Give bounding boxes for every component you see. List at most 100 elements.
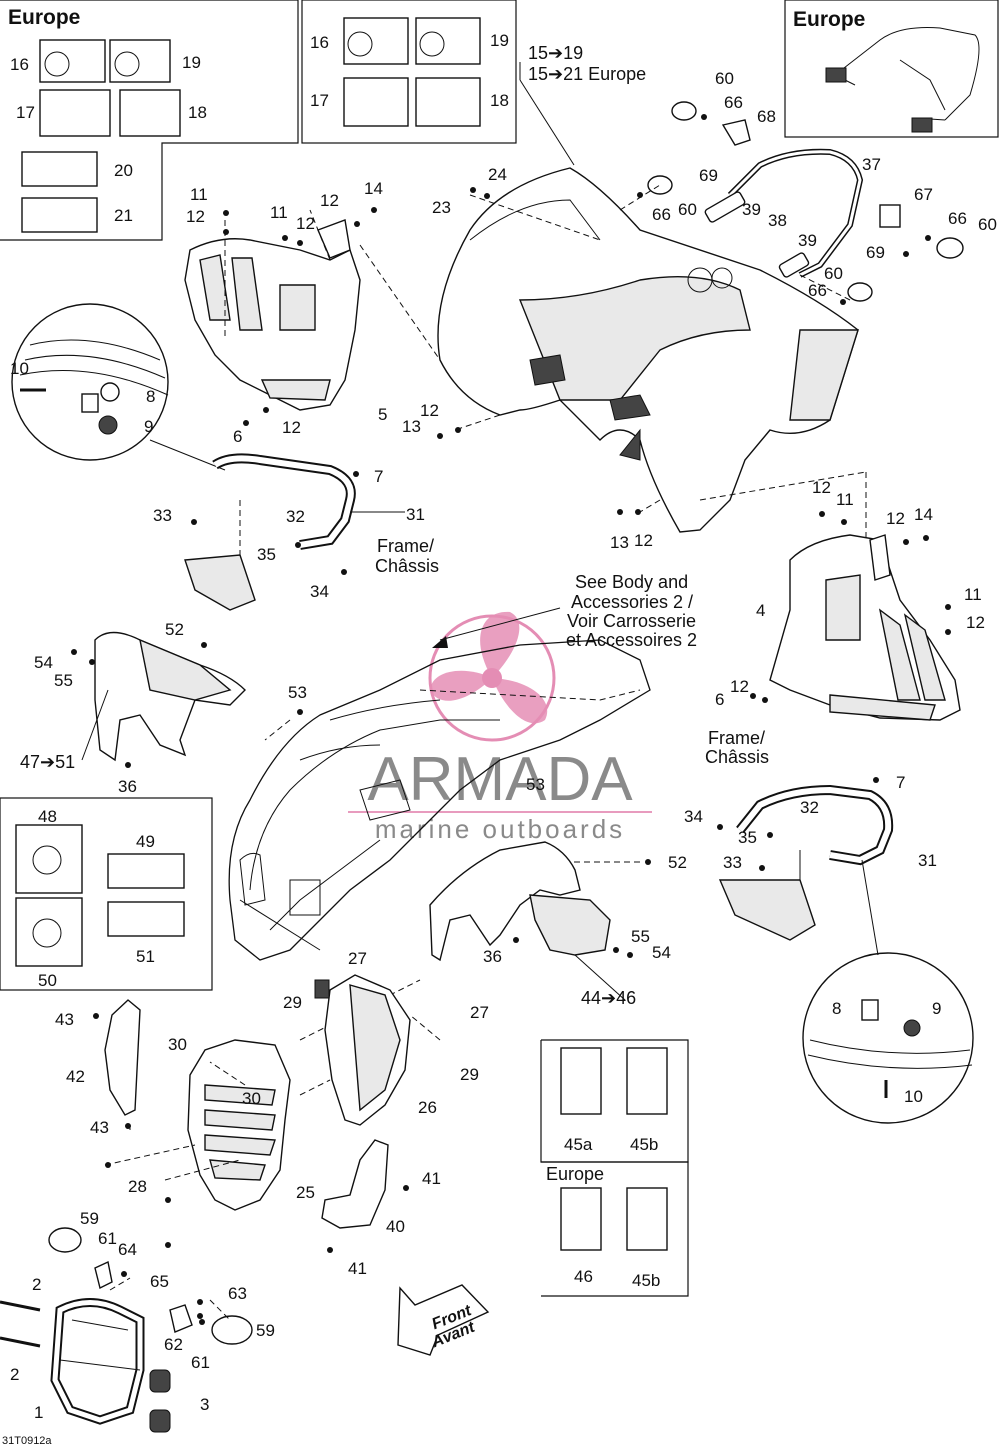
- side-panel-40: [321, 1139, 389, 1229]
- callout-42: 42: [66, 1067, 85, 1086]
- callout-5: 5: [378, 405, 387, 424]
- callout-12: 12: [634, 531, 653, 550]
- see-body-note-l2: Accessories 2 /: [571, 592, 693, 612]
- decal-panel-top-center: 16 19 17 18 15➔19 15➔21 Europe: [301, 0, 646, 166]
- callout-49: 49: [136, 832, 155, 851]
- callout-36: 36: [483, 947, 502, 966]
- callout-45b: 45b: [632, 1271, 660, 1290]
- callout-12: 12: [296, 214, 315, 233]
- callout-67: 67: [914, 185, 933, 204]
- front-fender-left: [94, 631, 246, 762]
- watermark-tagline: marine outboards: [375, 814, 625, 844]
- europe-rack-37: [834, 27, 980, 121]
- callout-55: 55: [631, 927, 650, 946]
- callout-12: 12: [730, 677, 749, 696]
- callout-59: 59: [256, 1321, 275, 1340]
- callout-33: 33: [723, 853, 742, 872]
- rack-bracket-68: [721, 119, 751, 146]
- callout-12: 12: [320, 191, 339, 210]
- callout-11: 11: [270, 203, 288, 222]
- figure-code: 31T0912a: [2, 1435, 52, 1447]
- callout-29: 29: [283, 993, 302, 1012]
- decal-20: [21, 151, 98, 187]
- mud-guard-44: [529, 894, 611, 956]
- callout-63: 63: [228, 1284, 247, 1303]
- callout-6: 6: [233, 427, 242, 446]
- decal-45b: [626, 1047, 668, 1115]
- callout-51: 51: [136, 947, 155, 966]
- callout-12: 12: [886, 509, 905, 528]
- callout-31: 31: [406, 505, 425, 524]
- callout-8: 8: [832, 999, 841, 1018]
- callout-54: 54: [34, 653, 53, 672]
- left-nerf-bar-31: [184, 453, 405, 611]
- callout-3: 3: [200, 1395, 209, 1414]
- front-bumper-1: [0, 1298, 171, 1433]
- watermark-brand: ARMADA: [367, 745, 633, 814]
- decal-19: [415, 17, 481, 65]
- callout-11: 11: [964, 585, 982, 604]
- callout-66: 66: [948, 209, 967, 228]
- rear-body-fender: [437, 167, 859, 533]
- decal-19-europe: [109, 39, 171, 83]
- callout-65: 65: [150, 1272, 169, 1291]
- armada-watermark: ARMADA marine outboards: [348, 611, 652, 844]
- callout-53: 53: [526, 775, 545, 794]
- rack-caps-60: [647, 101, 964, 302]
- frame-label-right-l1: Frame/: [708, 728, 765, 748]
- callout-18: 18: [490, 91, 509, 110]
- hardware-fasteners: [71, 114, 951, 1325]
- callout-60: 60: [715, 69, 734, 88]
- callout-14: 14: [364, 179, 383, 198]
- callout-12: 12: [282, 418, 301, 437]
- callout-7: 7: [374, 467, 383, 486]
- detail-circle-left: [11, 303, 226, 471]
- callout-17: 17: [16, 103, 35, 122]
- callout-12: 12: [966, 613, 985, 632]
- callout-8: 8: [146, 387, 155, 406]
- callout-52: 52: [668, 853, 687, 872]
- callout-4: 4: [756, 601, 765, 620]
- callout-labels: 24 23 60 66 68 69 37 66 60 39 38 39 67 6…: [10, 69, 997, 1422]
- right-footrest-4: [769, 534, 961, 721]
- callout-27: 27: [348, 949, 367, 968]
- callout-6: 6: [715, 690, 724, 709]
- callout-69: 69: [866, 243, 885, 262]
- decal-45b-europe: [626, 1187, 668, 1251]
- callout-61: 61: [191, 1353, 210, 1372]
- callout-32: 32: [286, 507, 305, 526]
- callout-2: 2: [10, 1365, 19, 1384]
- callout-21: 21: [114, 206, 133, 225]
- callout-2: 2: [32, 1275, 41, 1294]
- front-panel-26: [314, 974, 411, 1126]
- heading-europe-top-left: Europe: [8, 6, 80, 29]
- callout-27: 27: [470, 1003, 489, 1022]
- callout-13: 13: [610, 533, 629, 552]
- decal-46-europe: [560, 1187, 602, 1251]
- callout-61: 61: [98, 1229, 117, 1248]
- heading-europe-top-right: Europe: [793, 8, 865, 31]
- europe-rack-panel-top-right: Europe: [784, 0, 999, 138]
- callout-38: 38: [768, 211, 787, 230]
- callout-41: 41: [348, 1259, 367, 1278]
- callout-25: 25: [296, 1183, 315, 1202]
- callout-23: 23: [432, 198, 451, 217]
- callout-10: 10: [10, 359, 29, 378]
- callout-16: 16: [310, 33, 329, 52]
- callout-33: 33: [153, 506, 172, 525]
- callout-29: 29: [460, 1065, 479, 1084]
- callout-66: 66: [652, 205, 671, 224]
- callout-28: 28: [128, 1177, 147, 1196]
- europe-decal-panel-top-left: Europe 16 19 17 18 20 21: [0, 0, 299, 241]
- callout-54: 54: [652, 943, 671, 962]
- callout-46: 46: [574, 1267, 593, 1286]
- callout-64: 64: [118, 1240, 137, 1259]
- callout-19: 19: [490, 31, 509, 50]
- range-15-21-europe: 15➔21 Europe: [528, 64, 646, 84]
- callout-37: 37: [862, 155, 881, 174]
- callout-18: 18: [188, 103, 207, 122]
- callout-12: 12: [186, 207, 205, 226]
- callout-62: 62: [164, 1335, 183, 1354]
- callout-11: 11: [190, 185, 208, 204]
- callout-35: 35: [738, 828, 757, 847]
